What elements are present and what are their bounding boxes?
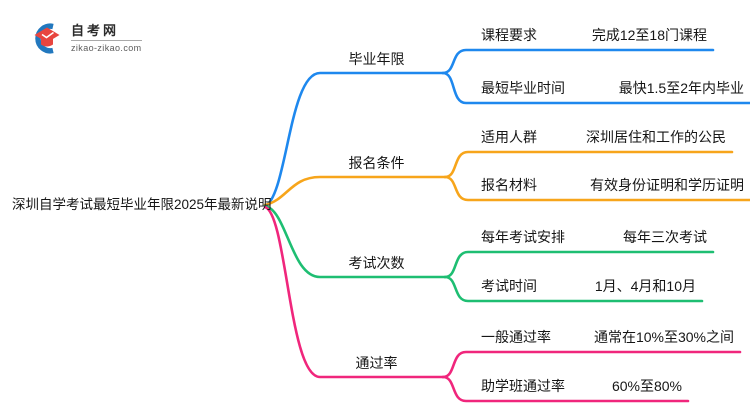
row-registration-materials: 报名材料 有效身份证明和学历证明	[465, 170, 750, 200]
branch4-child1-line	[441, 350, 742, 379]
subtopic-value: 1月、4月和10月	[594, 278, 696, 294]
subtopic-value: 60%至80%	[611, 378, 682, 394]
branch-label-graduation-years: 毕业年限	[348, 51, 405, 67]
branch2-main-line	[263, 175, 447, 207]
branch1-main-line	[263, 71, 445, 208]
subtopic-label: 一般通过率	[481, 329, 551, 345]
subtopic-value: 每年三次考试	[623, 229, 707, 245]
branch1-child1-line	[441, 48, 715, 75]
subtopic-label: 报名材料	[481, 177, 537, 193]
logo-domain: zikao-zikao.com	[71, 39, 142, 53]
row-course-requirement: 课程要求 完成12至18门课程	[465, 20, 713, 50]
row-shortest-graduation-time: 最短毕业时间 最快1.5至2年内毕业	[465, 73, 750, 103]
row-exam-time: 考试时间 1月、4月和10月	[465, 271, 702, 301]
branch-label-pass-rate: 通过率	[355, 355, 398, 371]
branch-label-registration-conditions: 报名条件	[348, 155, 405, 171]
subtopic-value: 完成12至18门课程	[591, 27, 707, 43]
subtopic-value: 深圳居住和工作的公民	[586, 129, 726, 145]
branch2-child1-line	[443, 150, 734, 179]
subtopic-label: 助学班通过率	[481, 378, 565, 394]
logo-title: 自考网	[71, 22, 120, 38]
branch2-child2-line	[443, 175, 750, 202]
branch3-child1-line	[443, 250, 715, 279]
root-topic: 深圳自学考试最短毕业年限2025年最新说明	[12, 197, 272, 212]
branch3-main-line	[263, 204, 447, 279]
branch4-main-line	[263, 205, 445, 379]
subtopic-label: 课程要求	[481, 27, 537, 43]
subtopic-label: 适用人群	[481, 129, 537, 145]
row-annual-exam-schedule: 每年考试安排 每年三次考试	[465, 222, 713, 252]
row-tutoring-class-pass-rate: 助学班通过率 60%至80%	[465, 371, 688, 401]
branch4-child2-line	[441, 375, 690, 403]
branch3-child2-line	[443, 275, 704, 303]
logo-text-block: 自考网 zikao-zikao.com	[71, 22, 142, 53]
graduation-cap-icon	[30, 22, 64, 54]
row-general-pass-rate: 一般通过率 通常在10%至30%之间	[465, 322, 740, 352]
subtopic-label: 最短毕业时间	[481, 80, 565, 96]
subtopic-label: 考试时间	[481, 278, 537, 294]
row-applicable-people: 适用人群 深圳居住和工作的公民	[465, 122, 732, 152]
site-logo[interactable]: 自考网 zikao-zikao.com	[30, 22, 142, 54]
subtopic-value: 最快1.5至2年内毕业	[618, 80, 744, 96]
branch1-child2-line	[441, 71, 750, 105]
subtopic-value: 有效身份证明和学历证明	[590, 177, 744, 193]
subtopic-value: 通常在10%至30%之间	[593, 329, 734, 345]
subtopic-label: 每年考试安排	[481, 229, 565, 245]
branch-label-exam-frequency: 考试次数	[348, 255, 405, 271]
